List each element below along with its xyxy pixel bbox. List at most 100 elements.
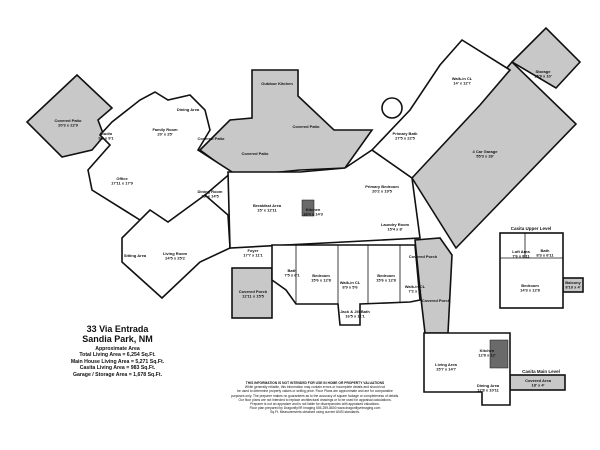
room-dimensions: 17'7 x 11'1 bbox=[243, 253, 263, 258]
room-dimensions: 20' x 25' bbox=[157, 132, 172, 137]
room-label: Dining Area bbox=[177, 107, 200, 112]
room-dimensions: 15'7 x 14'7 bbox=[436, 367, 456, 372]
disclaimer-line: THIS INFORMATION IS NOT INTENDED FOR USE… bbox=[245, 381, 385, 385]
room-dimensions: 8'9 x 5'6 bbox=[342, 285, 358, 290]
room-name: Laundry Room bbox=[381, 222, 410, 227]
room-dimensions: 24'5 x 25'2 bbox=[165, 256, 185, 261]
disclaimer-line: Preparer is not an appraiser and is not … bbox=[250, 402, 380, 407]
room-name: Jack & Jill Bath bbox=[340, 309, 370, 314]
room-label: Outdoor Kitchen bbox=[261, 81, 293, 86]
kitchen-island bbox=[301, 199, 315, 217]
room-name: Walk-in CL bbox=[452, 76, 473, 81]
tub bbox=[381, 97, 403, 119]
room-dimensions: 17'11 x 17'9 bbox=[111, 181, 133, 186]
room-name: Studio bbox=[100, 131, 113, 136]
room-dimensions: 8'3 x 6'11 bbox=[536, 253, 554, 258]
room-dimensions: 15'6 x 12'8 bbox=[376, 278, 396, 283]
room-name: Primary Bedroom bbox=[365, 184, 399, 189]
area-line: Garage / Storage Area = 1,678 Sq.Ft. bbox=[72, 371, 163, 378]
casita-main bbox=[423, 332, 511, 406]
room-name: Bath bbox=[541, 248, 550, 253]
storage bbox=[510, 26, 582, 90]
room-name: Covered Porch bbox=[239, 289, 268, 294]
room-dimensions: 15'6 x 12'8 bbox=[311, 278, 331, 283]
room-dimensions: 12'11 x 15'5 bbox=[242, 294, 264, 299]
covered-porch-front bbox=[231, 267, 273, 319]
room-name: Living Area bbox=[435, 362, 457, 367]
covered-areas bbox=[25, 26, 584, 391]
room-name: Foyer bbox=[248, 248, 259, 253]
room-name: Living Room bbox=[163, 251, 188, 256]
room-label: Sitting Area bbox=[124, 253, 147, 258]
room-label: Covered Patio bbox=[293, 124, 320, 129]
room-dimensions: 12'8 x 12' bbox=[478, 353, 496, 358]
room-name: Kitchen bbox=[480, 348, 495, 353]
room-dimensions: 18' x 14'5 bbox=[201, 194, 219, 199]
room-name: 4 Car Garage bbox=[473, 149, 499, 154]
disclaimer-line: be used to determine property values or … bbox=[237, 389, 393, 394]
room-dimensions: 20'3 x 22'9 bbox=[58, 123, 78, 128]
casita-kitchen-counter bbox=[489, 339, 509, 369]
room-name: Bedroom bbox=[377, 273, 395, 278]
area-heading: Approximate Area bbox=[95, 346, 140, 352]
room-name: Dining Area bbox=[477, 383, 500, 388]
room-dimensions: 8'10 x 4' bbox=[565, 285, 580, 290]
room-name: Dining Room bbox=[198, 189, 223, 194]
room-dimensions: 14'3 x 12'8 bbox=[520, 288, 540, 293]
room-label: Covered Porch bbox=[422, 298, 451, 303]
room-name: Loft Area bbox=[512, 249, 530, 254]
property-title: 33 Via Entrada Sandia Park, NM bbox=[60, 324, 175, 344]
room-name: Covered Patio bbox=[198, 136, 225, 141]
room-dimensions: 55'3 x 28' bbox=[476, 154, 494, 159]
room-name: Walk-in CL bbox=[340, 280, 361, 285]
covered-patio-west bbox=[25, 73, 114, 158]
primary-suite bbox=[370, 38, 512, 180]
room-dimensions: 7'5 x 6'1 bbox=[284, 273, 300, 278]
room-dimensions: 9'9 x 9'1 bbox=[98, 136, 114, 141]
room-dimensions: 12'8 x 10'11 bbox=[477, 388, 499, 393]
room-name: Storage bbox=[536, 69, 552, 74]
room-name: Covered Patio bbox=[293, 124, 320, 129]
room-name: Covered Patio bbox=[55, 118, 82, 123]
room-name: Bedroom bbox=[312, 273, 330, 278]
room-name: Office bbox=[116, 176, 128, 181]
disclaimer-line: While generally reliable, this informati… bbox=[244, 385, 386, 390]
room-name: Bedroom bbox=[521, 283, 539, 288]
room-name: Covered Porch bbox=[422, 298, 451, 303]
room-dimensions: 18'4 x 14'3 bbox=[303, 212, 323, 217]
disclaimer-line: Floor plan prepared by DragonflyVR Imagi… bbox=[249, 406, 381, 411]
casita-upper bbox=[499, 232, 564, 309]
casita-upper-level-label: Casita Upper Level bbox=[511, 226, 552, 231]
room-dimensions: 15'9 x 10' bbox=[534, 74, 552, 79]
area-line: Main House Living Area = 5,271 Sq.Ft. bbox=[70, 358, 165, 365]
room-name: Balcony bbox=[565, 280, 581, 285]
room-name: Sitting Area bbox=[124, 253, 147, 258]
city: Sandia Park, NM bbox=[82, 334, 153, 344]
casita-main-level-label: Casita Main Level bbox=[522, 369, 560, 374]
room-name: Covered Patio bbox=[242, 151, 269, 156]
room-name: Covered Area bbox=[525, 378, 552, 383]
room-name: Dining Area bbox=[177, 107, 200, 112]
room-name: Outdoor Kitchen bbox=[261, 81, 293, 86]
